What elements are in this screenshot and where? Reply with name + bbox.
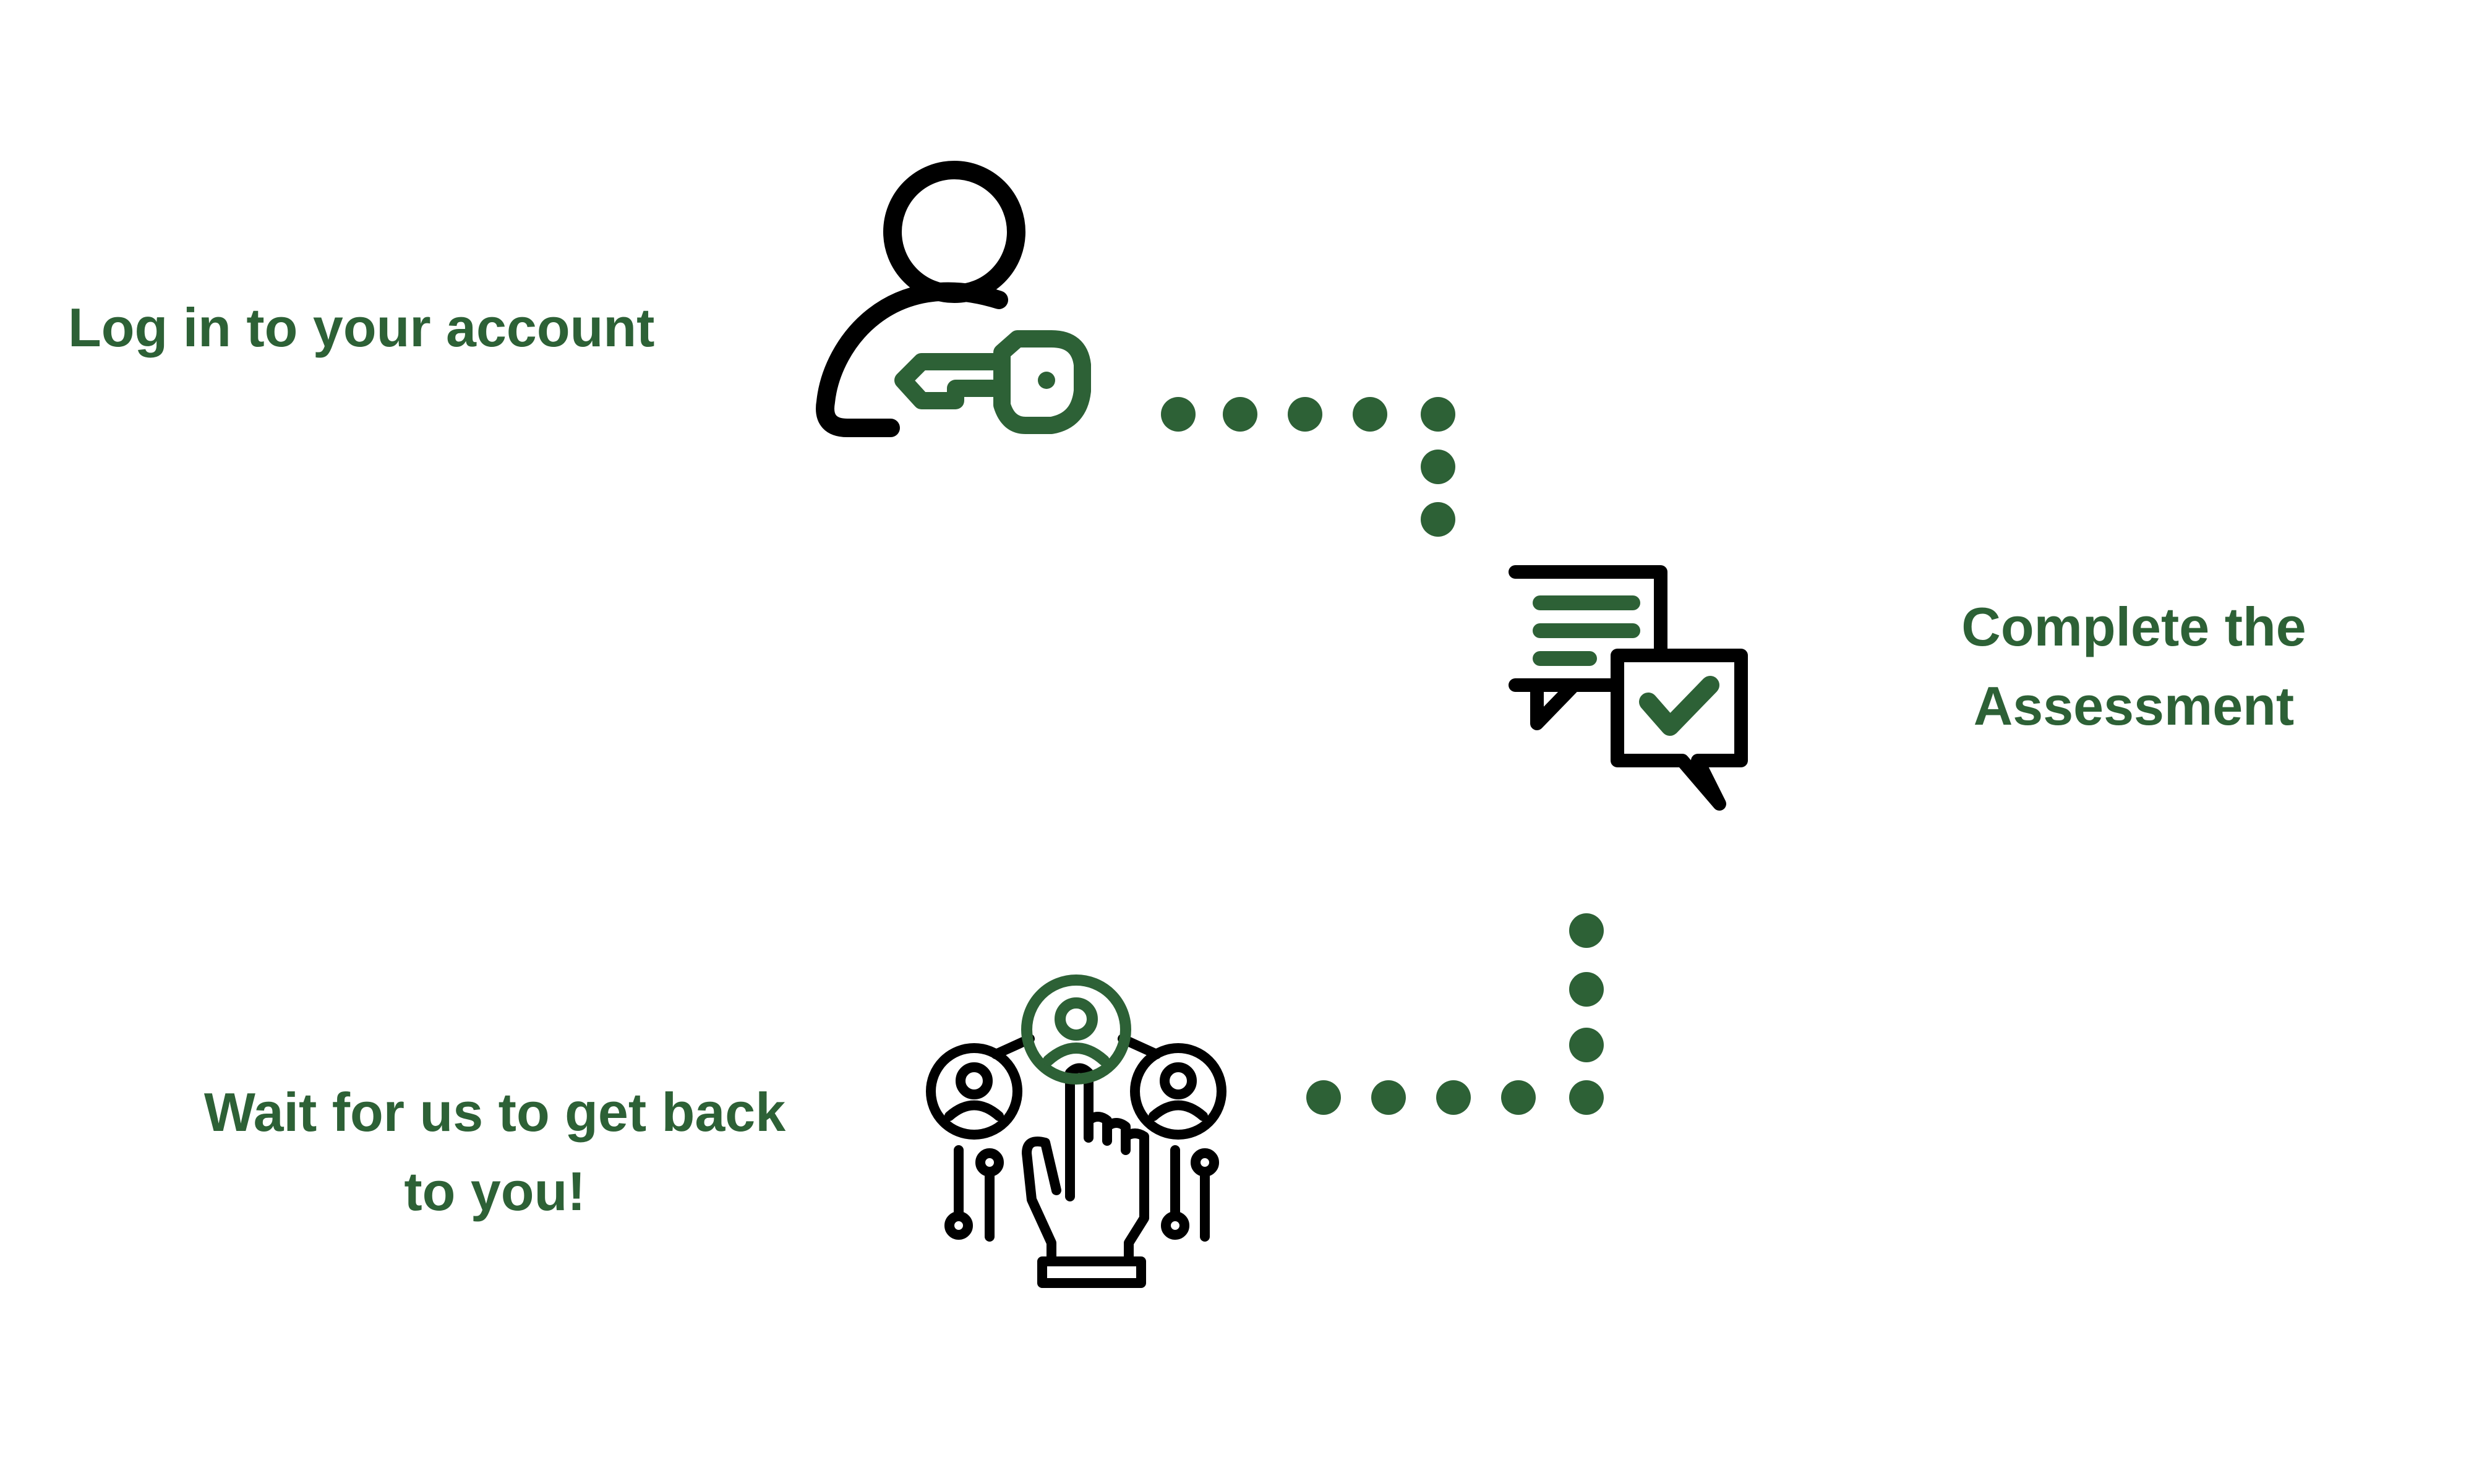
hand-cuff [1037,1256,1146,1288]
chat-bubble-left [1509,565,1667,730]
user-shoulders [816,282,1008,437]
connector-dot [1436,1080,1471,1115]
key-bow [993,330,1091,434]
connector-dot [1421,450,1455,484]
key-shaft [894,353,1004,409]
step-wait-label: Wait for us to get back to you! [155,1073,835,1231]
right-person-circle [1130,1043,1226,1140]
step-wait-line-2: to you! [404,1161,586,1222]
connector-dot [1353,397,1387,432]
step-login-line-1: Log in to your account [68,297,655,358]
connector-dot [1161,397,1196,432]
chat-bubble-right [1611,649,1748,811]
step-assessment-label: Complete the Assessment [1899,587,2369,746]
key-hole [1038,372,1055,389]
connector-dot [1288,397,1322,432]
step-login-label: Log in to your account [68,288,711,367]
left-person-circle [926,1043,1022,1140]
connector-dot [1501,1080,1536,1115]
step-assessment-line-1: Complete the [1961,596,2306,657]
step-wait-line-1: Wait for us to get back [203,1081,786,1143]
connector-dot [1371,1080,1406,1115]
connector-dot [1421,397,1455,432]
check-icon [1639,676,1719,736]
connector-dot [1569,1080,1604,1115]
connector-dot [1569,1028,1604,1062]
connector-dot [1223,397,1257,432]
connector-dot [1569,972,1604,1007]
connector-dot [1421,502,1455,537]
center-person-circle [1021,974,1131,1085]
connector-dot [1306,1080,1341,1115]
step-assessment-line-2: Assessment [1973,675,2295,736]
connector-dot [1569,913,1604,948]
